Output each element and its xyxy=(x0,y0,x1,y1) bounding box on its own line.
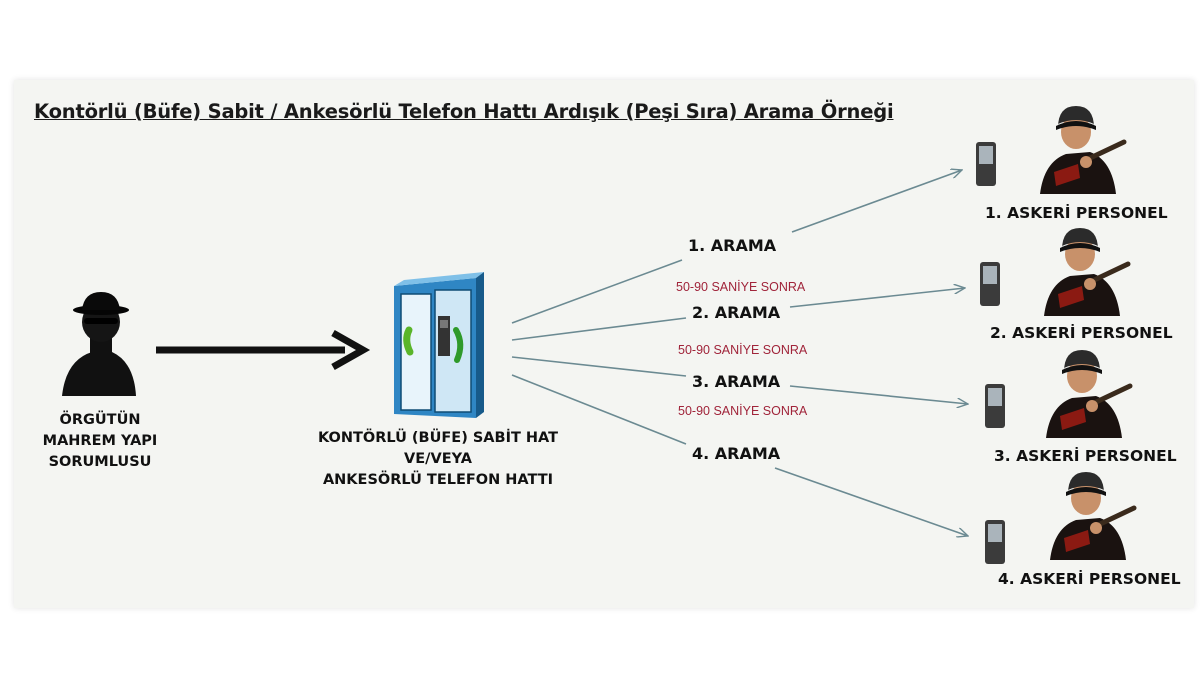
target-label-1: 1. ASKERİ PERSONEL xyxy=(985,204,1168,222)
target-label-3: 3. ASKERİ PERSONEL xyxy=(994,447,1177,465)
soldier-icon xyxy=(1044,228,1131,316)
source-label-line: MAHREM YAPI xyxy=(42,433,158,449)
delay-label-3: 50-90 SANİYE SONRA xyxy=(678,404,808,418)
diagram-title: Kontörlü (Büfe) Sabit / Ankesörlü Telefo… xyxy=(34,100,894,123)
call-label-1: 1. ARAMA xyxy=(688,236,777,255)
mobile-phone-icon xyxy=(976,142,996,186)
booth-label-line: KONTÖRLÜ (BÜFE) SABİT HAT xyxy=(317,430,559,446)
source-label: ÖRGÜTÜN MAHREM YAPI SORUMLUSU xyxy=(30,410,170,473)
booth-label: KONTÖRLÜ (BÜFE) SABİT HAT VE/VEYA ANKESÖ… xyxy=(298,428,578,491)
delay-label-2: 50-90 SANİYE SONRA xyxy=(678,343,808,357)
call-label-3: 3. ARAMA xyxy=(692,372,781,391)
connector-1 xyxy=(511,170,962,324)
mobile-phone-icon xyxy=(985,384,1005,428)
soldier-icon xyxy=(1046,350,1133,438)
booth-label-line: ANKESÖRLÜ TELEFON HATTI xyxy=(322,472,554,488)
delay-label-1: 50-90 SANİYE SONRA xyxy=(676,280,806,294)
source-label-line: SORUMLUSU xyxy=(48,454,152,470)
phone-booth-icon xyxy=(394,272,484,418)
soldier-icon xyxy=(1040,106,1127,194)
connector-3 xyxy=(511,356,968,404)
connector-4 xyxy=(511,374,968,536)
main-arrow xyxy=(156,329,371,371)
mobile-phone-icon xyxy=(980,262,1000,306)
connector-2 xyxy=(511,288,965,341)
source-label-line: ÖRGÜTÜN xyxy=(59,412,141,428)
spy-icon xyxy=(62,292,136,396)
target-label-2: 2. ASKERİ PERSONEL xyxy=(990,324,1173,342)
call-label-4: 4. ARAMA xyxy=(692,444,781,463)
soldier-icon xyxy=(1050,472,1137,560)
mobile-phone-icon xyxy=(985,520,1005,564)
target-label-4: 4. ASKERİ PERSONEL xyxy=(998,570,1181,588)
call-label-2: 2. ARAMA xyxy=(692,303,781,322)
booth-label-line: VE/VEYA xyxy=(404,451,472,467)
